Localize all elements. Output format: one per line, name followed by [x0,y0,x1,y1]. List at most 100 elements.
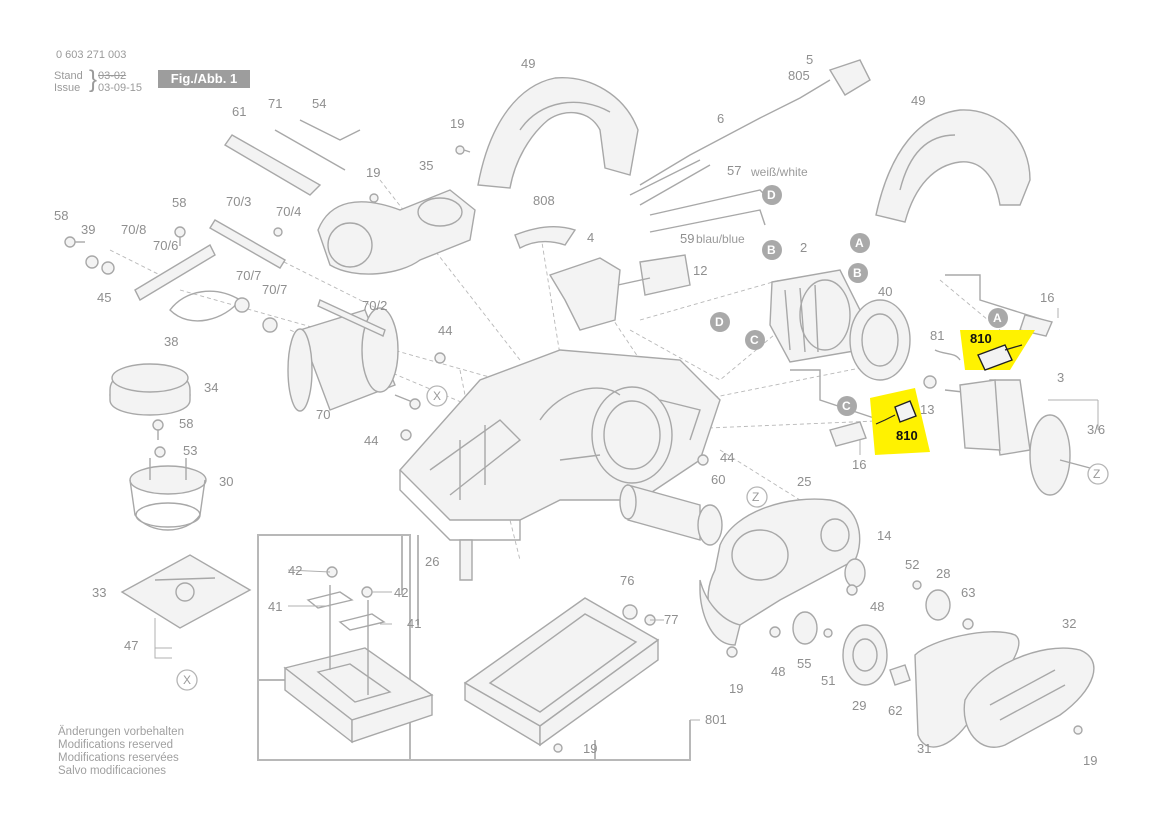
part-label: 47 [124,638,138,653]
note-line: Modifications reservées [58,752,179,764]
part-label: 70/7 [262,282,287,297]
part-label: 44 [720,450,734,465]
part-label: 42 [288,563,302,578]
brush-label-lower: 810 [896,428,918,443]
wire-label-white: weiß/white [750,165,808,179]
part-label: 41 [407,616,421,631]
circle-labels: D B A B D C A C [710,185,1008,416]
leader-lines [154,308,1099,721]
part-label: 808 [533,193,555,208]
circle-label-c: C [750,333,759,347]
part-label: 3/6 [1087,422,1105,437]
part-label: 3 [1057,370,1064,385]
baseplate-part [283,566,434,744]
circle-label-a: A [993,311,1002,325]
part-label: 49 [521,56,535,71]
part-label: 54 [312,96,326,111]
handle-right-part [875,109,1031,223]
circle-label-x: X [183,673,191,687]
part-label: 70/8 [121,222,146,237]
part-label: 57 [727,163,741,178]
part-label: 19 [366,165,380,180]
part-label: 58 [54,208,68,223]
part-label: 31 [917,741,931,756]
shoe-part [463,597,660,747]
part-label: 41 [268,599,282,614]
part-label: 16 [852,457,866,472]
part-label: 801 [705,712,727,727]
part-label: 6 [717,111,724,126]
part-label: 70/7 [236,268,261,283]
part-label: 35 [419,158,433,173]
part-label: 34 [204,380,218,395]
part-label: 38 [164,334,178,349]
armature-part [944,379,1091,496]
part-label: 19 [1083,753,1097,768]
part-label: 49 [911,93,925,108]
part-label: 60 [711,472,725,487]
issue-label: Issue [54,82,81,94]
circle-label-z: Z [1093,467,1100,481]
part-label: 26 [425,554,439,569]
part-label: 44 [438,323,452,338]
part-label: 70/2 [362,298,387,313]
part-label: 19 [450,116,464,131]
base-assembly-frame [257,534,691,761]
field-winding-part [769,269,861,363]
part-label: 52 [905,557,919,572]
part-label: 44 [364,433,378,448]
pulley-gear-parts [792,558,1095,748]
circle-label-c: C [842,399,851,413]
part-label: 76 [620,573,634,588]
carbon-brush-highlight-lower[interactable]: 810 [870,388,930,455]
switch-part [514,226,691,331]
bracket-part [134,119,386,337]
gear-cover-part [699,498,861,646]
part-label: 61 [232,104,246,119]
part-label: 14 [877,528,891,543]
part-label: 58 [179,416,193,431]
part-label: 70/4 [276,204,301,219]
part-label: 42 [394,585,408,600]
part-label: 30 [219,474,233,489]
circle-label-b: B [767,243,776,257]
note-line: Salvo modificaciones [58,765,167,777]
part-label: 13 [920,402,934,417]
part-label: 39 [81,222,95,237]
note-line: Änderungen vorbehalten [58,726,184,738]
part-label: 805 [788,68,810,83]
belt-cover-part [317,189,476,275]
carbon-brush-highlight-upper[interactable]: 810 [960,330,1035,371]
note-line: Modifications reserved [58,739,174,751]
part-label: 58 [172,195,186,210]
circle-label-z: Z [752,490,759,504]
part-label: 19 [729,681,743,696]
notes-block: Änderungen vorbehalten Modifications res… [58,726,184,778]
circle-label-a: A [855,236,864,250]
part-label: 16 [1040,290,1054,305]
scale-plate-part [120,554,252,629]
handle-part [477,77,639,189]
circle-label-x: X [433,389,441,403]
issue-value: 03-09-15 [98,82,143,94]
part-label: 40 [878,284,892,299]
part-label: 59 [680,231,694,246]
part-label: 55 [797,656,811,671]
part-label: 25 [797,474,811,489]
knob-part [109,363,191,416]
motor-housing-part [287,307,421,412]
part-label: 53 [183,443,197,458]
part-label: 48 [771,664,785,679]
brace-icon: } [89,66,98,93]
circle-label-d: D [767,188,776,202]
part-label: 48 [870,599,884,614]
part-label: 63 [961,585,975,600]
part-label: 2 [800,240,807,255]
part-label: 70/6 [153,238,178,253]
figure-label: Fig./Abb. 1 [158,70,250,88]
drum-part [619,484,723,546]
part-label: 33 [92,585,106,600]
part-label: 70 [316,407,330,422]
part-label: 4 [587,230,594,245]
